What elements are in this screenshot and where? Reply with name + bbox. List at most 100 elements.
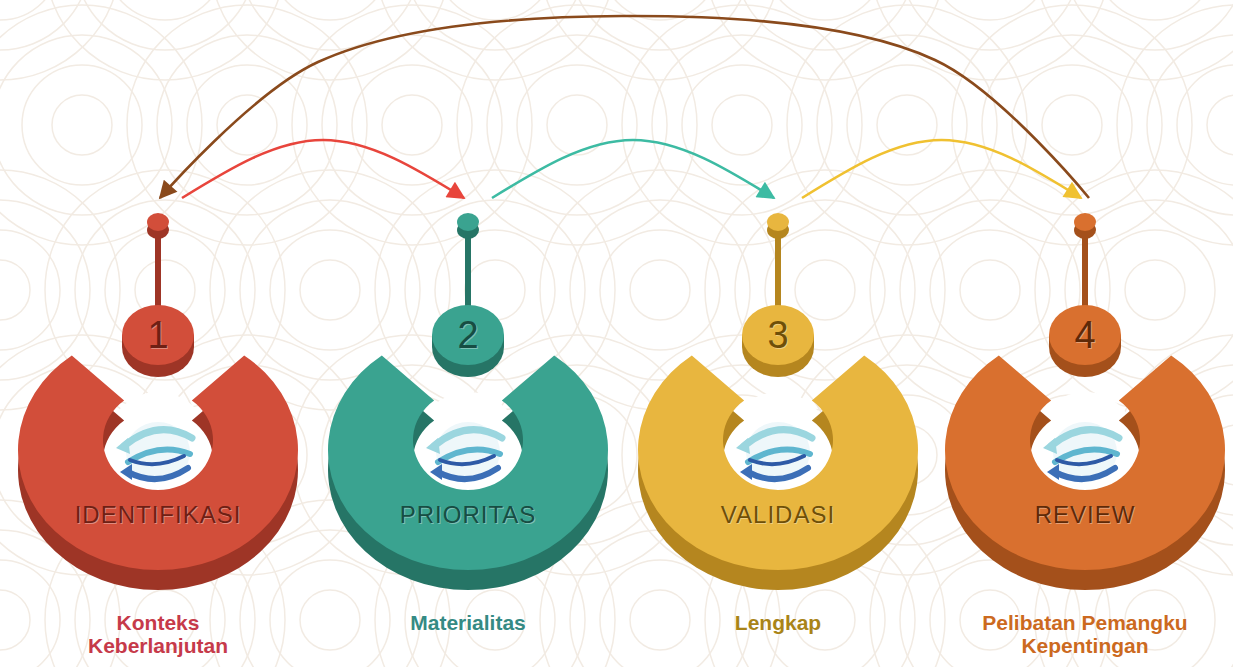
globe-icon — [736, 422, 812, 482]
step-node: 3VALIDASI Lengkap — [633, 198, 923, 639]
globe-swoosh — [124, 430, 192, 446]
globe-swoosh — [744, 430, 812, 446]
background-ring — [0, 590, 30, 650]
background-ring — [1147, 35, 1233, 215]
background-ring — [952, 5, 1192, 245]
globe-swoosh — [748, 468, 808, 479]
background-ring — [0, 230, 60, 350]
background-ring — [622, 5, 862, 245]
pin-head — [767, 213, 789, 231]
horseshoe-face — [638, 355, 918, 570]
globe-swoosh — [750, 456, 804, 464]
background-ring — [787, 5, 1027, 245]
globe-icon — [1043, 422, 1119, 482]
background-ring — [217, 95, 277, 155]
globe-swoosh — [1051, 430, 1119, 446]
flow-arrow — [182, 140, 464, 198]
globe-swoosh — [1057, 456, 1111, 464]
background-ring — [300, 590, 360, 650]
pin-head — [1074, 213, 1096, 231]
background-ring — [540, 0, 780, 80]
globe-swoosh — [440, 456, 494, 464]
pin-stem — [775, 228, 781, 315]
background-ring — [630, 590, 690, 650]
background-ring — [270, 560, 390, 667]
step-node: 2PRIORITAS Materialitas — [323, 198, 613, 639]
step-caption: Lengkap — [678, 612, 878, 635]
pin-stem — [155, 228, 161, 315]
background-ring — [765, 0, 885, 20]
background-ring — [270, 230, 390, 350]
pin-head — [147, 213, 169, 231]
background-ring — [1042, 95, 1102, 155]
step-number: 1 — [13, 316, 303, 354]
step-node: 1IDENTIFIKASI Konteks Keberlanjutan — [13, 198, 303, 662]
background-ring — [240, 0, 420, 50]
step-caption: Materialitas — [368, 612, 568, 635]
background-ring — [210, 0, 450, 80]
globe-arrowhead — [736, 438, 750, 454]
background-ring — [45, 0, 285, 80]
background-ring — [705, 0, 945, 80]
background-ring — [405, 0, 585, 50]
background-ring — [900, 0, 1080, 50]
background-ring — [75, 0, 255, 50]
background-ring — [712, 95, 772, 155]
globe-arrowhead — [1047, 464, 1059, 480]
globe-arrowhead — [426, 438, 440, 454]
globe-arrowhead — [1043, 438, 1057, 454]
globe-swoosh — [128, 468, 188, 479]
step-caption: Konteks Keberlanjutan — [58, 612, 258, 657]
globe-icon — [116, 422, 192, 482]
background-ring — [0, 35, 172, 215]
step-number: 3 — [633, 316, 923, 354]
background-ring — [187, 65, 307, 185]
background-ring — [127, 5, 367, 245]
background-ring — [270, 0, 390, 20]
background-ring — [52, 95, 112, 155]
background-ring — [382, 95, 442, 155]
background-ring — [457, 5, 697, 245]
background-ring — [375, 0, 615, 80]
globe-swoosh — [438, 468, 498, 479]
step-word: REVIEW — [1035, 502, 1136, 528]
background-ring — [1095, 0, 1215, 20]
background-ring — [795, 260, 855, 320]
background-ring — [600, 560, 720, 667]
globe-arrowhead — [740, 464, 752, 480]
background-ring — [630, 260, 690, 320]
horseshoe-face — [18, 355, 298, 570]
globe-arrowhead — [430, 464, 442, 480]
step-word: VALIDASI — [721, 502, 835, 528]
background-ring — [570, 0, 750, 50]
pin-head — [457, 213, 479, 231]
background-ring — [1177, 65, 1233, 185]
background-ring — [300, 260, 360, 320]
step-word: IDENTIFIKASI — [75, 502, 242, 528]
background-ring — [0, 260, 30, 320]
background-ring — [682, 65, 802, 185]
background-ring — [1125, 260, 1185, 320]
step-shape — [940, 198, 1230, 598]
pin-stem — [465, 228, 471, 315]
background-ring — [870, 0, 1110, 80]
background-ring — [930, 230, 1050, 350]
background-ring — [292, 5, 532, 245]
step-shape — [633, 198, 923, 598]
background-ring — [930, 0, 1050, 20]
globe-arrowhead — [120, 464, 132, 480]
background-ring — [0, 560, 60, 667]
background-ring — [105, 0, 225, 20]
background-ring — [1207, 95, 1233, 155]
globe-icon — [426, 422, 502, 482]
background-ring — [847, 65, 967, 185]
flow-arrow — [802, 140, 1081, 198]
step-number: 4 — [940, 316, 1230, 354]
globe-swoosh — [130, 456, 184, 464]
step-shape — [323, 198, 613, 598]
background-ring — [1035, 0, 1233, 80]
flow-arrow — [492, 140, 774, 198]
step-number: 2 — [323, 316, 613, 354]
step-word: PRIORITAS — [400, 502, 537, 528]
